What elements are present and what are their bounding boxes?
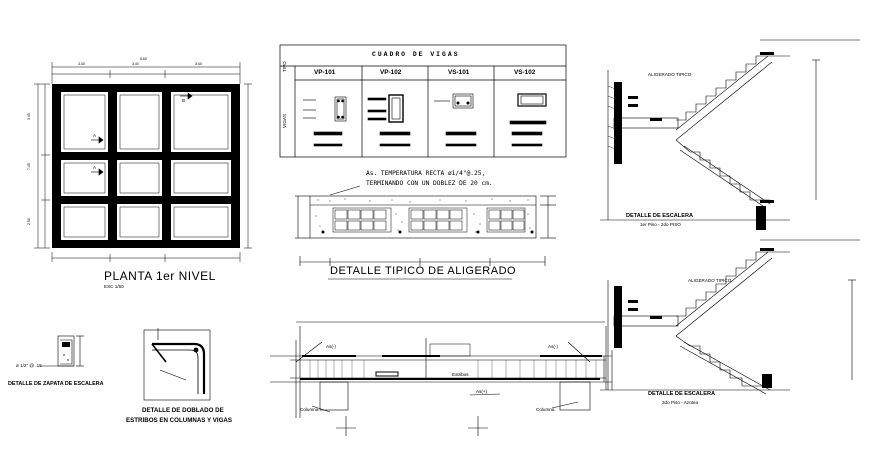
slab-concrete-hatch (315, 198, 531, 233)
beam-section-vs101 (434, 93, 477, 147)
plan-dimension-right (244, 83, 252, 249)
beam-stirrups: Estribos (452, 372, 469, 377)
beam-col-vs101: VS-101 (448, 69, 470, 76)
svg-text:3.40: 3.40 (195, 62, 202, 66)
beam-as-neg-left: As(-) (326, 344, 336, 349)
section-a-label-2: A (93, 165, 97, 170)
beam-section-vp102 (367, 94, 411, 147)
stair1-label-top: ALIGERADO TIPICO (648, 72, 692, 77)
slab-note-line1: As. TEMPERATURA RECTA ø1/4"@.25, (366, 170, 486, 177)
plan-dimension-bottom (51, 252, 241, 262)
beam-column-left: Columna (300, 407, 319, 412)
footing-title: DETALLE DE ZAPATA DE ESCALERA (8, 381, 104, 387)
section-b-label: B (182, 98, 186, 103)
section-a-label: A (93, 133, 97, 138)
beam-table-title: CUADRO DE VIGAS (372, 51, 460, 58)
section-marker-a (91, 136, 104, 176)
svg-text:7.45: 7.45 (27, 163, 31, 170)
stair2-label-top: ALIGERADO TIPICO (688, 278, 732, 283)
plan-dimension-left (34, 83, 50, 249)
beam-col-vp102: VP-102 (380, 69, 402, 76)
beam-column-right: Columna (536, 407, 555, 412)
stair2-title-line1: DETALLE DE ESCALERA (648, 391, 716, 397)
beam-col-vs102: VS-102 (514, 69, 536, 76)
stirrup-title-line2: ESTRIBOS EN COLUMNAS Y VIGAS (126, 417, 233, 424)
svg-text:2.50: 2.50 (27, 218, 31, 225)
slab-note-line2: TERMINANDO CON UN DOBLEZ DE 20 cm. (366, 180, 493, 187)
beam-section-vs102 (509, 93, 547, 147)
plan-title: PLANTA 1er NIVEL (104, 269, 216, 283)
beam-as-pos: As(+) (476, 389, 488, 394)
stair1-title-line1: DETALLE DE ESCALERA (626, 213, 694, 219)
plan-beams (52, 84, 240, 248)
slab-bricks (332, 207, 526, 233)
plan-scale: ESC 1/50 (104, 284, 124, 289)
beam-as-neg-right: As(-) (548, 344, 558, 349)
beam-section-vp101 (303, 96, 347, 147)
svg-text:3.45: 3.45 (27, 113, 31, 120)
footing-rebar: ø 1/2" @ .15 (16, 363, 42, 368)
svg-text:3.40: 3.40 (78, 62, 85, 66)
stirrup-title-line1: DETALLE DE DOBLADO DE (142, 407, 224, 414)
plan-dimension-top (51, 62, 241, 84)
beam-col-vp101: VP-101 (314, 69, 336, 76)
svg-text:8.60: 8.60 (140, 57, 147, 61)
slab-detail-title: DETALLE TIPICO DE ALIGERADO (330, 265, 517, 277)
section-marker-b (180, 92, 193, 100)
plan-panels (63, 94, 229, 238)
svg-text:3.40: 3.40 (132, 62, 139, 66)
stair1-title-line2: 1er Piso - 2do PISO (640, 222, 681, 227)
stair2-title-line2: 2do Piso - Azotea (662, 400, 699, 405)
